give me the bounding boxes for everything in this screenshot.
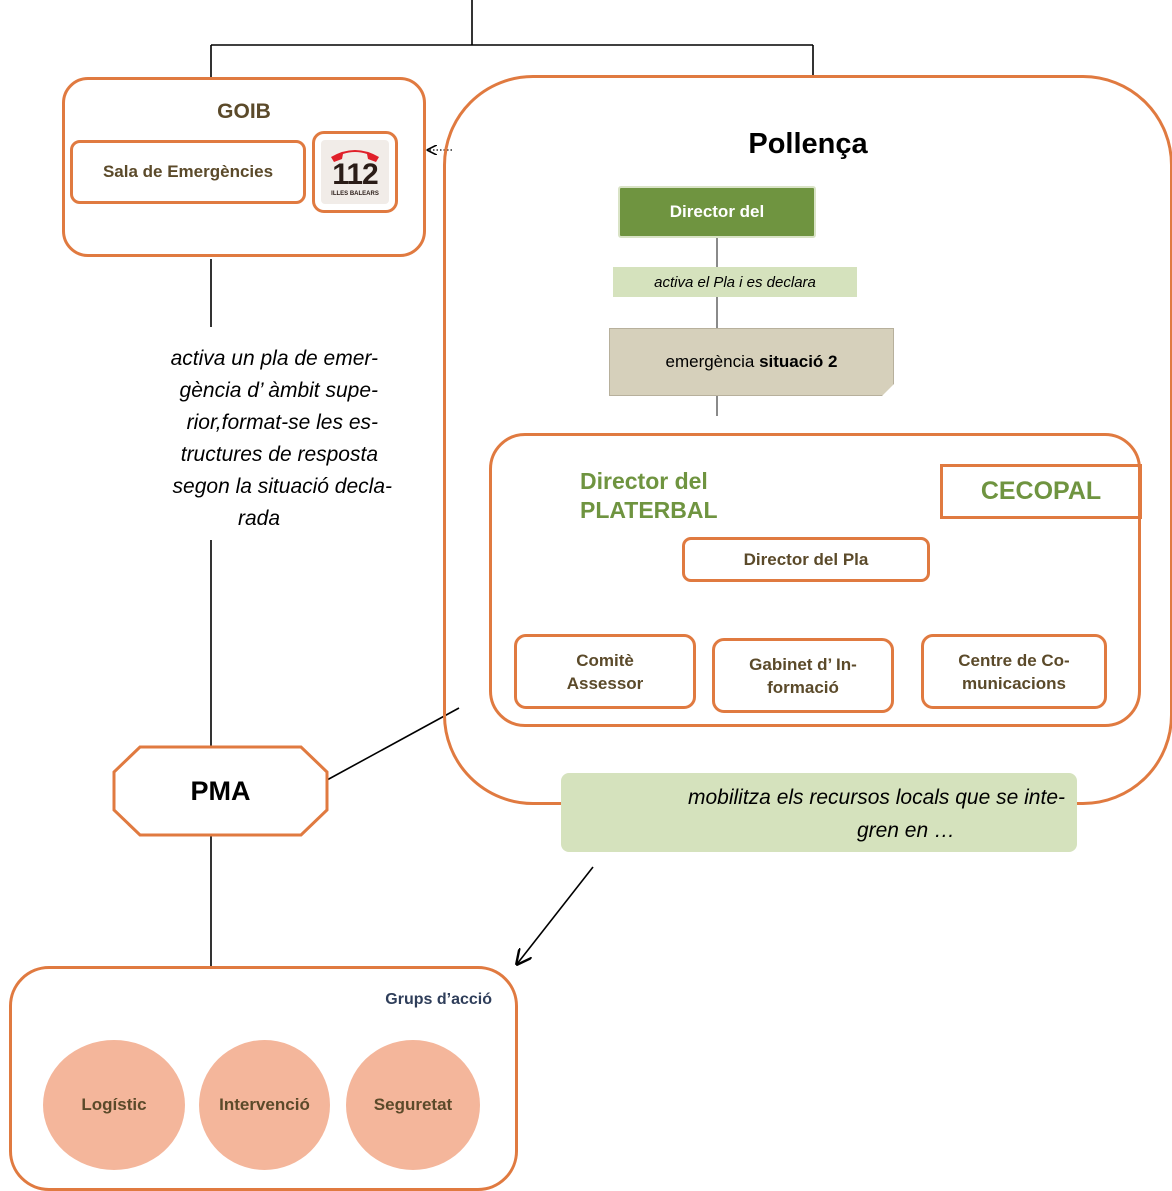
- logo-number: 112: [332, 158, 378, 191]
- comite-assessor-box: Comitè Assessor: [514, 634, 696, 709]
- mobilitza-line: gren en …: [856, 819, 955, 842]
- group-logistic: Logístic: [43, 1040, 185, 1170]
- situacio-bold: situació 2: [759, 352, 838, 371]
- platerbal-title: Director del PLATERBAL: [580, 467, 800, 525]
- group-intervencio: Intervenció: [199, 1040, 330, 1170]
- activa-pla-label: activa el Pla i es declara: [613, 267, 857, 297]
- centre-line1: Centre de Co-: [958, 650, 1070, 670]
- left-note-line: segon la situació decla-: [172, 475, 392, 498]
- logo-subtitle: ILLES BALEARS: [331, 191, 379, 197]
- note-fold: [882, 384, 894, 396]
- sala-emergencies-box: Sala de Emergències: [70, 140, 306, 204]
- left-note-line: rior,format-se les es-: [186, 411, 378, 434]
- left-note-line: rada: [237, 507, 281, 530]
- gabinet-line1: Gabinet d’ In-: [749, 654, 857, 674]
- phone-icon: [331, 150, 379, 162]
- director-box: Director del: [618, 186, 816, 238]
- mobilitza-arrow: [517, 866, 594, 964]
- goib-title: GOIB: [217, 100, 271, 123]
- situacio-prefix: emergència: [665, 352, 760, 371]
- gabinet-line2: formació: [767, 677, 839, 697]
- pollenca-title: Pollença: [748, 128, 868, 160]
- left-note-line: gència d’ àmbit supe-: [179, 379, 378, 402]
- left-note-line: tructures de resposta: [180, 443, 378, 466]
- centre-comunicacions-box: Centre de Co- municacions: [921, 634, 1107, 709]
- gabinet-informacio-box: Gabinet d’ In- formació: [712, 638, 894, 713]
- pma-octagon: [112, 745, 329, 837]
- left-note: activa un pla de emer- gència d’ àmbit s…: [80, 343, 392, 535]
- grups-accio-title: Grups d’acció: [385, 991, 492, 1008]
- platerbal-title-line2: PLATERBAL: [580, 497, 718, 523]
- pma-label: PMA: [190, 775, 251, 806]
- cecopal-box: CECOPAL: [940, 464, 1142, 519]
- comite-line1: Comitè: [576, 650, 634, 670]
- group-seguretat: Seguretat: [346, 1040, 480, 1170]
- comite-line2: Assessor: [566, 673, 644, 693]
- mobilitza-note: mobilitza els recursos locals que se int…: [561, 773, 1077, 852]
- mobilitza-line: mobilitza els recursos locals que se int…: [688, 786, 1065, 809]
- left-note-line: activa un pla de emer-: [170, 347, 378, 370]
- logo-112: 112 ILLES BALEARS: [312, 131, 398, 213]
- situacio-note: emergència situació 2: [609, 328, 894, 396]
- platerbal-title-line1: Director del: [580, 468, 708, 494]
- centre-line2: municacions: [962, 673, 1066, 693]
- pma-diagonal: [326, 707, 460, 781]
- director-pla-box: Director del Pla: [682, 537, 930, 582]
